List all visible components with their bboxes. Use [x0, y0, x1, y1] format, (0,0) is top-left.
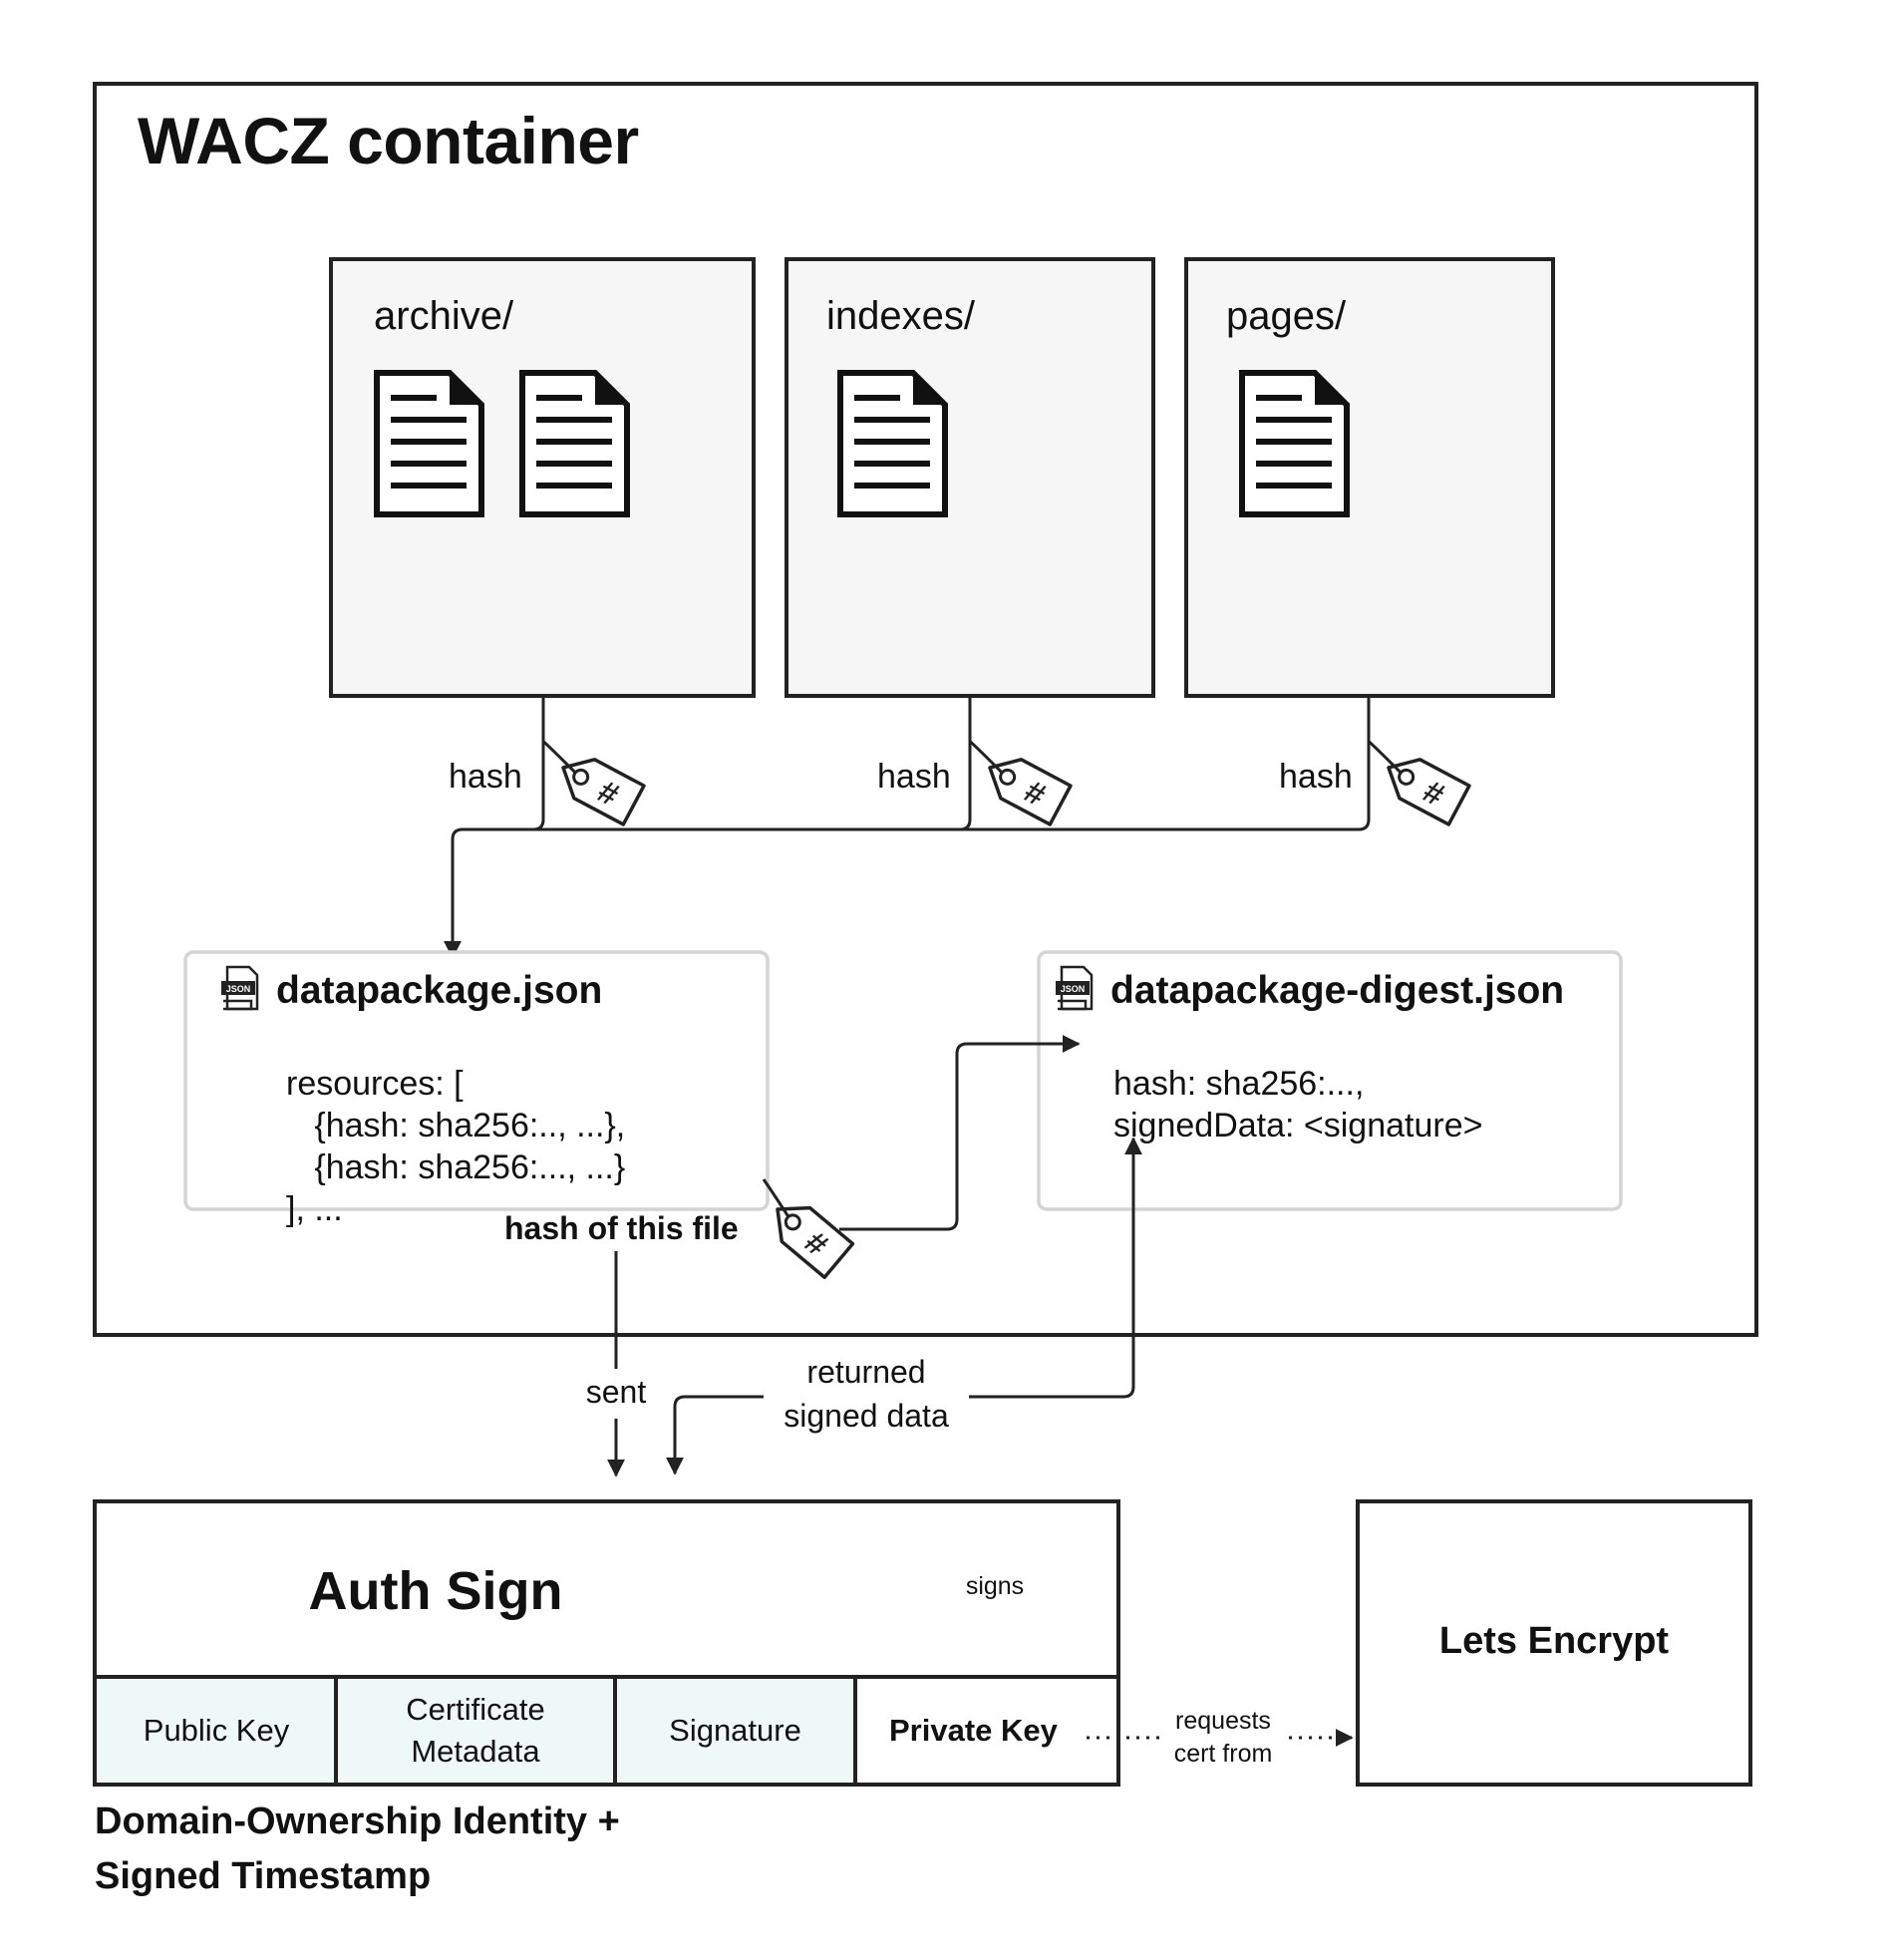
cell-private-key: Private Key	[889, 1713, 1058, 1748]
cell-certificate-metadata: Certificate Metadata	[406, 1692, 545, 1769]
wacz-container	[93, 82, 1758, 1337]
json-file-icon	[219, 965, 259, 1011]
folder-pages-box	[1184, 257, 1555, 698]
document-icon	[840, 373, 945, 514]
digest-box	[1037, 950, 1623, 1211]
datapackage-content: resources: [ {hash: sha256:.., ...}, {ha…	[286, 1021, 625, 1272]
hash-label-archive: hash	[449, 758, 522, 796]
returned-line	[969, 1137, 1142, 1399]
cell-certificate-bg	[336, 1677, 615, 1783]
auth-sign-title-text: Auth Sign	[308, 1561, 563, 1621]
lets-encrypt-box	[1356, 1499, 1752, 1787]
folder-label-archive: archive/	[374, 294, 514, 338]
cell-public-key-bg	[97, 1677, 336, 1783]
cell-signature: Signature	[669, 1713, 801, 1748]
document-icon	[522, 373, 627, 514]
datapackage-line: resources: [	[286, 1065, 464, 1103]
sent-label: sent	[573, 1370, 659, 1414]
datapackage-line: {hash: sha256:.., ...},	[286, 1107, 626, 1144]
lets-encrypt-title: Lets Encrypt	[1438, 1620, 1670, 1662]
pages-hash-line	[444, 696, 1371, 959]
folder-label-pages: pages/	[1226, 294, 1347, 338]
footer-caption: Domain-Ownership Identity + Signed Times…	[95, 1800, 620, 1897]
hash-label-pages: hash	[1279, 758, 1353, 796]
hash-of-file-label: hash of this file	[504, 1210, 739, 1246]
json-file-icon	[1054, 965, 1094, 1011]
container-title: WACZ container	[138, 104, 639, 177]
document-icon	[1242, 373, 1347, 514]
hash-to-digest-arrow	[839, 1035, 1081, 1231]
datapackage-line: ], ...	[286, 1190, 343, 1228]
hash-label-indexes: hash	[877, 758, 951, 796]
returned-line-start	[666, 1395, 764, 1475]
digest-content: hash: sha256:..., signedData: <signature>	[1113, 1021, 1482, 1188]
auth-sign-title: Auth Sign	[95, 1564, 1191, 1618]
datapackage-filename: datapackage.json	[276, 969, 603, 1012]
datapackage-line: {hash: sha256:..., ...}	[286, 1148, 626, 1186]
requests-cert-label: requests cert from	[1173, 1707, 1273, 1768]
datapackage-box	[183, 950, 770, 1211]
cell-public-key: Public Key	[143, 1713, 290, 1748]
digest-line: signedData: <signature>	[1113, 1107, 1483, 1144]
digest-line: hash: sha256:...,	[1113, 1065, 1365, 1103]
returned-signed-data-label: returned signed data	[784, 1354, 949, 1434]
digest-filename: datapackage-digest.json	[1110, 969, 1565, 1012]
folder-label-indexes: indexes/	[826, 294, 975, 338]
indexes-hash-line	[959, 696, 972, 831]
archive-hash-line	[532, 696, 545, 831]
signs-label: signs	[965, 1572, 1025, 1600]
document-icon	[377, 373, 481, 514]
cell-signature-bg	[615, 1677, 855, 1783]
